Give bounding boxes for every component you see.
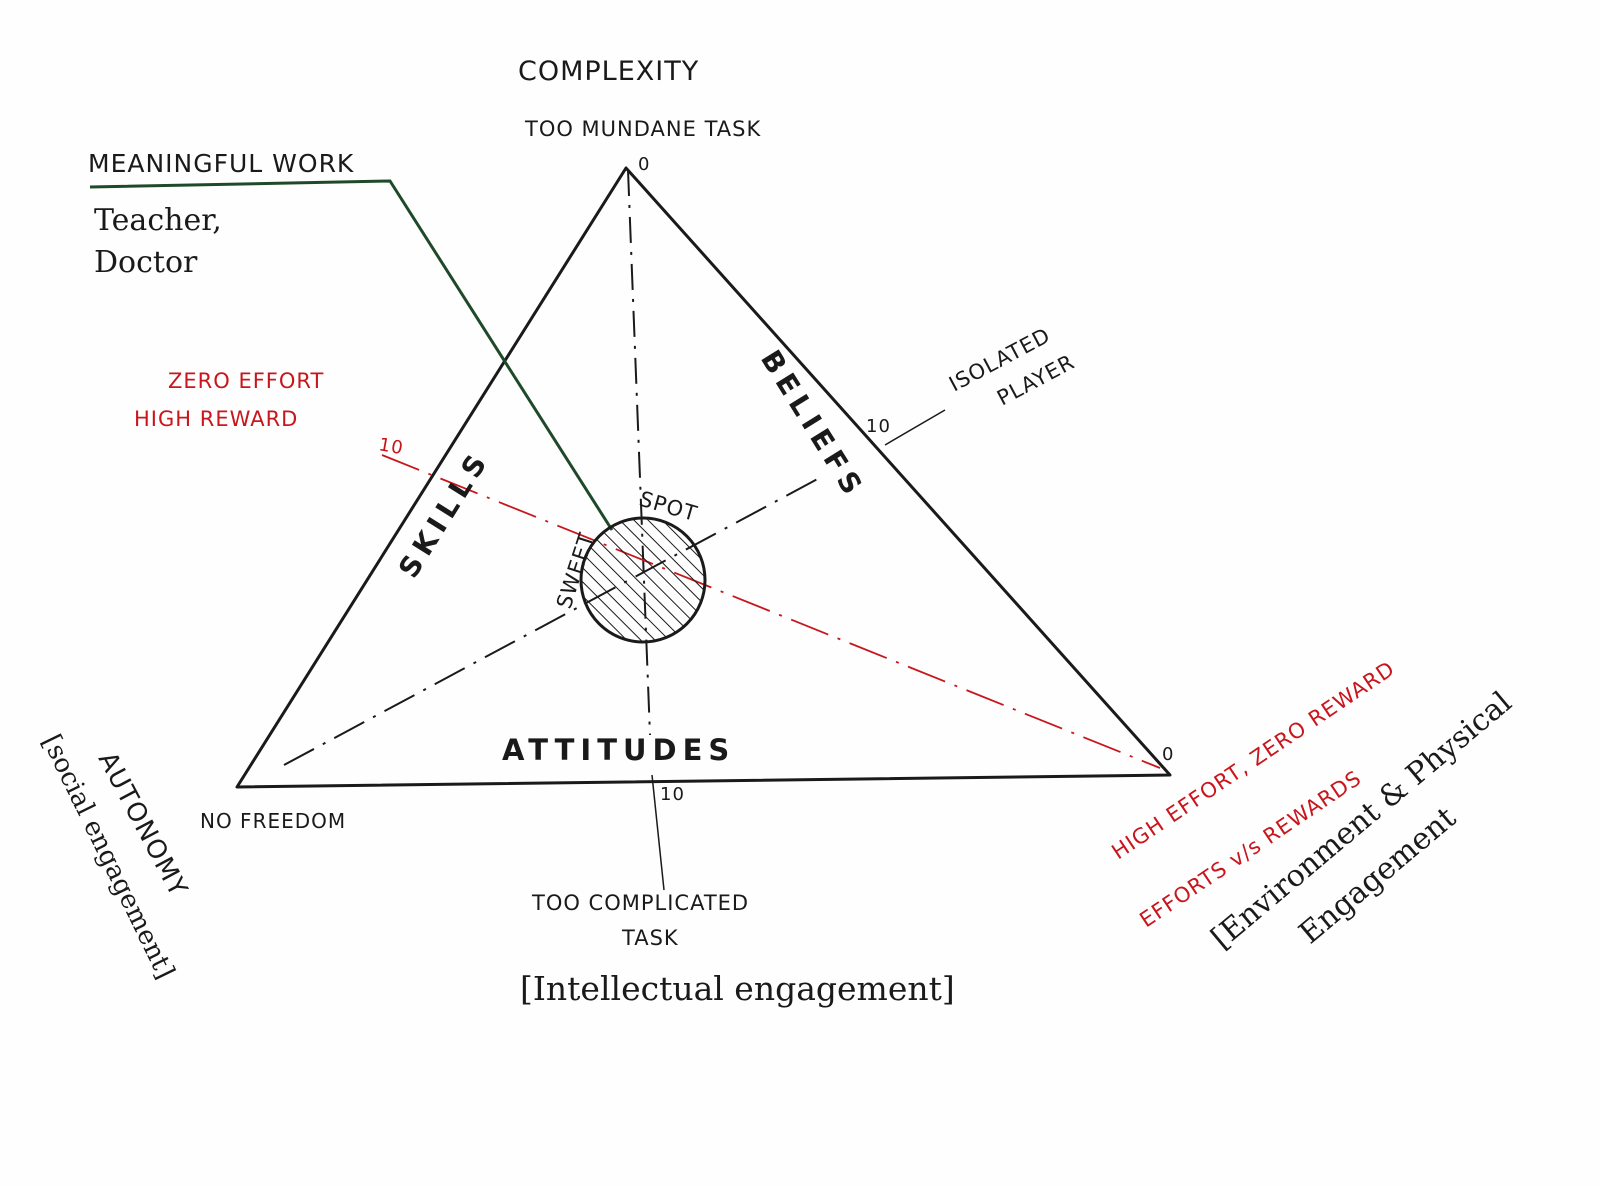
meaningful-line1: Teacher, — [94, 203, 222, 238]
too-complicated-line2: TASK — [621, 926, 679, 950]
intellectual-engagement-label: [Intellectual engagement] — [520, 969, 955, 1008]
complexity-axis-tail — [651, 774, 665, 891]
main-triangle — [235, 166, 1172, 789]
no-freedom-label: NO FREEDOM — [200, 809, 346, 833]
right-scale-zero: 0 — [1162, 744, 1174, 765]
effort-axis — [381, 454, 1161, 769]
meaningful-work-title: MEANINGFUL WORK — [88, 149, 354, 178]
effort-scale-ten: 10 — [377, 434, 405, 459]
autonomy-scale-ten: 10 — [866, 416, 891, 437]
zero-effort-line1: ZERO EFFORT — [168, 369, 324, 393]
complexity-title: COMPLEXITY — [518, 56, 699, 87]
too-complicated-line1: TOO COMPLICATED — [531, 891, 749, 915]
top-scale-zero: 0 — [638, 154, 650, 175]
isolated-tick — [884, 409, 946, 446]
meaningful-leader-line — [89, 179, 614, 531]
attitudes-side-label: ATTITUDES — [502, 733, 735, 767]
zero-effort-line2: HIGH REWARD — [134, 407, 298, 431]
sweet-spot-circle — [579, 516, 707, 644]
meaningful-line2: Doctor — [94, 245, 198, 280]
environment-physical-line: [Environment & Physical — [1205, 685, 1519, 956]
too-mundane-label: TOO MUNDANE TASK — [524, 117, 761, 141]
bottom-scale-ten: 10 — [660, 784, 685, 805]
autonomy-axis — [283, 474, 826, 766]
complexity-axis — [627, 169, 651, 736]
